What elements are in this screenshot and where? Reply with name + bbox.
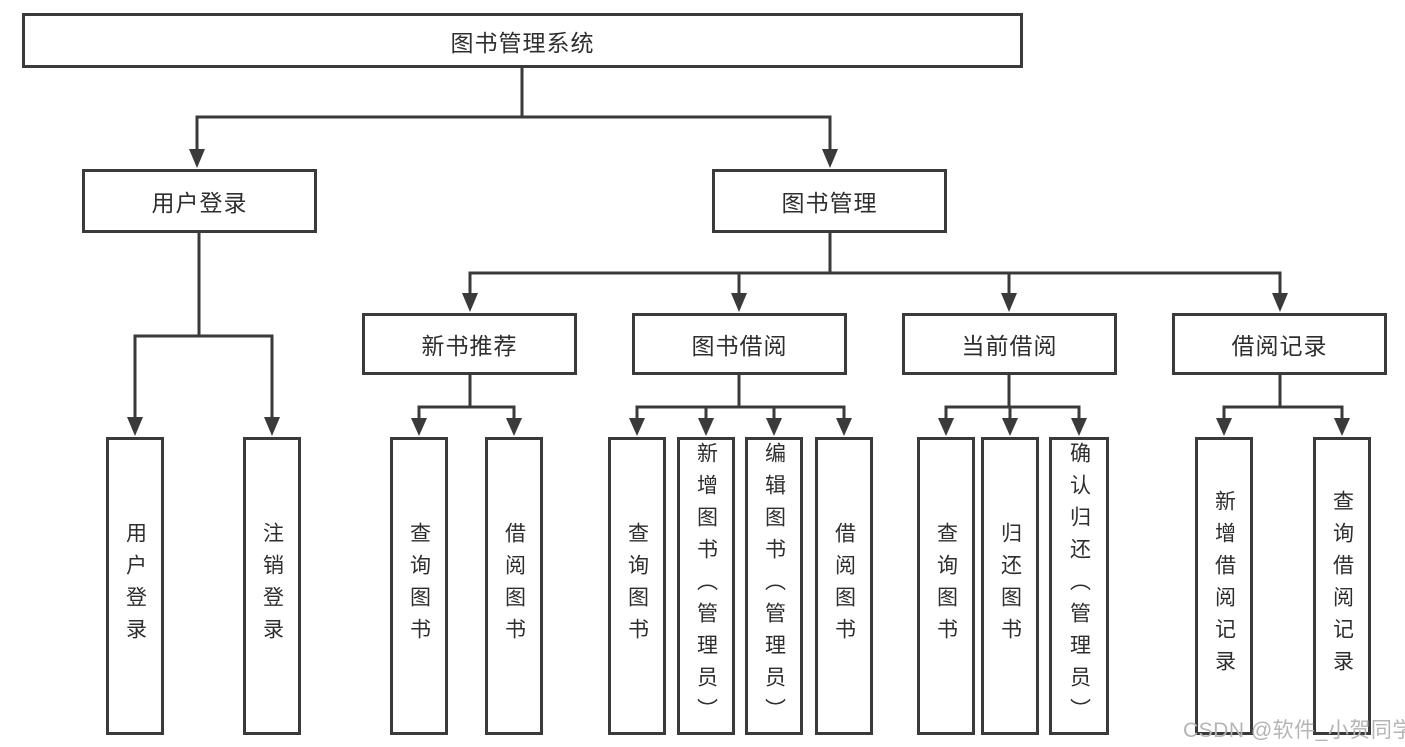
leaf-label: 借阅图书 (832, 522, 856, 650)
arrowhead-icon (766, 418, 782, 436)
leaf-label: 用户登录 (123, 522, 147, 650)
node-book-management-label: 图书管理 (781, 190, 878, 216)
leaf-label: 查询借阅记录 (1330, 490, 1354, 682)
leaf-query-books-2: 查询图书 (608, 437, 666, 735)
arrowhead-icon (836, 418, 852, 436)
arrowhead-icon (264, 417, 280, 436)
arrowhead-icon (411, 418, 427, 436)
leaf-return-book: 归还图书 (981, 437, 1039, 735)
arrowhead-icon (127, 417, 143, 436)
arrowhead-icon (1002, 418, 1018, 436)
node-borrow-records: 借阅记录 (1172, 313, 1387, 375)
node-book-borrow: 图书借阅 (632, 313, 847, 375)
leaf-query-borrow-record: 查询借阅记录 (1313, 437, 1371, 735)
leaf-confirm-return-admin: 确认归还（管理员） (1049, 437, 1109, 735)
leaf-query-books-1: 查询图书 (390, 437, 448, 735)
arrowhead-icon (938, 418, 954, 436)
node-current-borrow-label: 当前借阅 (961, 333, 1058, 359)
arrowhead-icon (698, 418, 714, 436)
leaf-edit-book-admin: 编辑图书（管理员） (745, 437, 803, 735)
leaf-add-book-admin: 新增图书（管理员） (677, 437, 735, 735)
node-current-borrow: 当前借阅 (902, 313, 1117, 375)
leaf-label: 新增借阅记录 (1212, 490, 1236, 682)
arrowhead-icon (1334, 418, 1350, 436)
arrowhead-icon (822, 149, 838, 168)
leaf-label: 编辑图书（管理员） (762, 442, 786, 730)
leaf-label: 查询图书 (934, 522, 958, 650)
node-book-borrow-label: 图书借阅 (691, 333, 788, 359)
arrowhead-icon (506, 418, 522, 436)
leaf-user-login: 用户登录 (106, 437, 164, 735)
leaf-label: 注销登录 (260, 522, 284, 650)
leaf-label: 新增图书（管理员） (694, 442, 718, 730)
arrowhead-icon (731, 293, 747, 312)
node-user-login: 用户登录 (82, 169, 317, 233)
leaf-label: 确认归还（管理员） (1067, 442, 1091, 730)
node-borrow-records-label: 借阅记录 (1231, 333, 1328, 359)
node-book-management: 图书管理 (712, 169, 947, 233)
node-new-book-recommend-label: 新书推荐 (421, 333, 518, 359)
arrowhead-icon (1272, 293, 1288, 312)
leaf-add-borrow-record: 新增借阅记录 (1195, 437, 1253, 735)
node-root: 图书管理系统 (22, 13, 1023, 68)
leaf-label: 归还图书 (998, 522, 1022, 650)
node-root-label: 图书管理系统 (450, 29, 595, 56)
node-new-book-recommend: 新书推荐 (362, 313, 577, 375)
arrowhead-icon (629, 418, 645, 436)
leaf-borrow-books-1: 借阅图书 (485, 437, 543, 735)
arrowhead-icon (1001, 293, 1017, 312)
arrowhead-icon (1071, 418, 1087, 436)
leaf-borrow-books-2: 借阅图书 (815, 437, 873, 735)
leaf-query-books-3: 查询图书 (917, 437, 975, 735)
node-user-login-label: 用户登录 (151, 190, 248, 216)
leaf-label: 查询图书 (407, 522, 431, 650)
arrowhead-icon (462, 293, 478, 312)
arrowhead-icon (1216, 418, 1232, 436)
csdn-watermark: CSDN @软件_小贺同学 (1183, 719, 1405, 742)
arrowhead-icon (189, 149, 205, 168)
leaf-logout: 注销登录 (243, 437, 301, 735)
leaf-label: 查询图书 (625, 522, 649, 650)
leaf-label: 借阅图书 (502, 522, 526, 650)
